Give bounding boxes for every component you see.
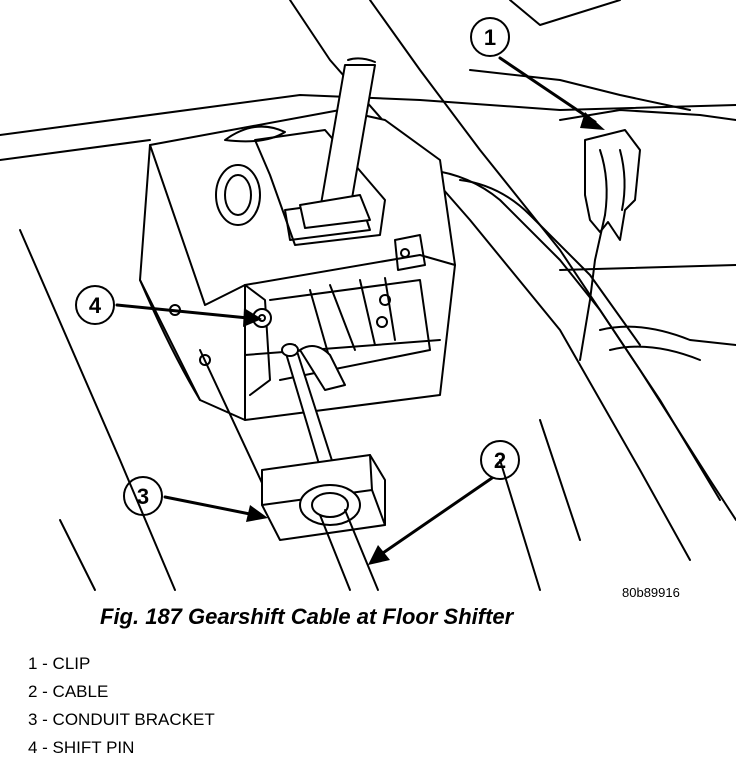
callout-2-number: 2 <box>494 448 506 473</box>
callout-4-number: 4 <box>89 293 102 318</box>
callout-2-leader <box>378 476 494 557</box>
callout-4-leader <box>115 303 250 320</box>
callout-1-leader <box>498 56 597 124</box>
parts-legend: 1 - CLIP 2 - CABLE 3 - CONDUIT BRACKET 4… <box>28 650 215 762</box>
leader-arrows <box>115 56 597 557</box>
legend-item-clip: 1 - CLIP <box>28 654 91 673</box>
legend-item-shift-pin: 4 - SHIFT PIN <box>28 738 135 757</box>
arrowheads <box>243 112 605 565</box>
callout-1-number: 1 <box>484 25 496 50</box>
clip <box>579 129 641 361</box>
floor-console-outline <box>0 0 736 591</box>
callout-4-circle <box>75 285 115 325</box>
legend-item-conduit-bracket: 3 - CONDUIT BRACKET <box>28 710 215 729</box>
callout-3-number: 3 <box>137 484 149 509</box>
callout-3-circle <box>123 476 163 516</box>
figure-reference-code: 80b89916 <box>622 585 680 600</box>
legend-item-cable: 2 - CABLE <box>28 682 109 701</box>
shift-lever <box>299 57 376 229</box>
conduit-bracket <box>261 454 386 541</box>
cable <box>319 509 379 591</box>
shifter-linkage <box>244 277 431 396</box>
callout-2-circle <box>480 440 520 480</box>
callout-1-circle <box>470 17 510 57</box>
callout-3-leader <box>163 495 257 517</box>
figure-caption: Fig. 187 Gearshift Cable at Floor Shifte… <box>100 604 514 629</box>
gearshift-diagram: 1 2 3 4 80b89916 <box>0 0 736 600</box>
